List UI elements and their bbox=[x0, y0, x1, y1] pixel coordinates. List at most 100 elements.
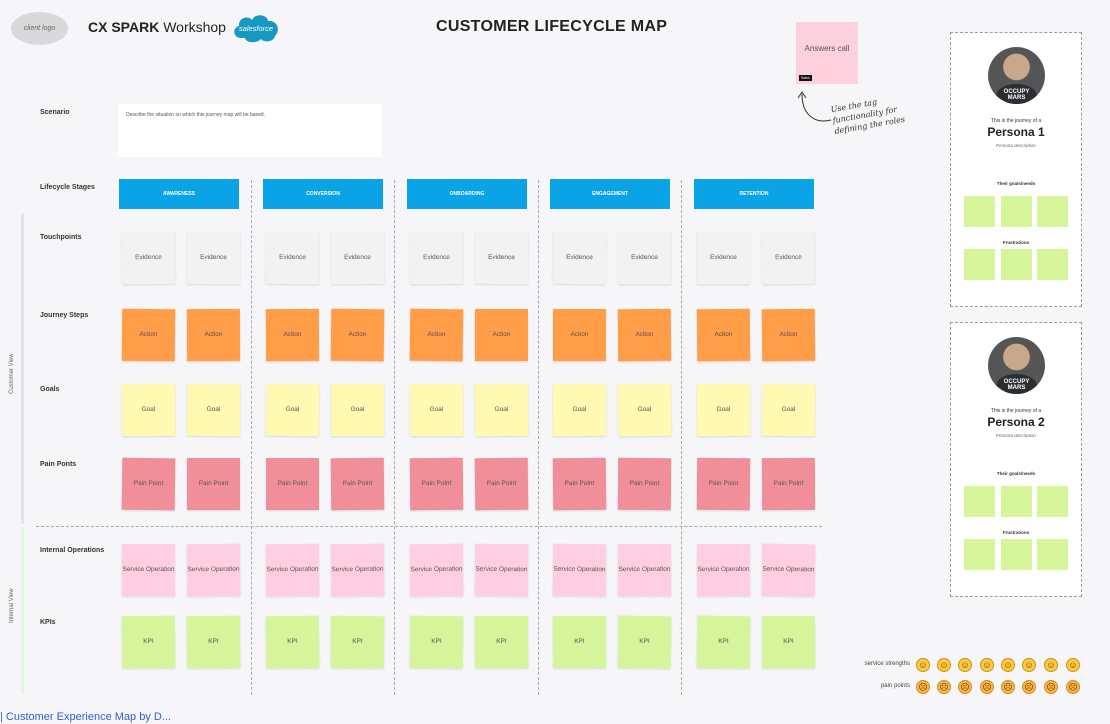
stage-awareness[interactable]: AWARENESS bbox=[119, 179, 239, 209]
goal-sticky-note[interactable]: Goal bbox=[331, 384, 384, 436]
smiling-face-icon[interactable]: ☺ bbox=[958, 658, 972, 672]
goal-sticky-note[interactable]: Goal bbox=[696, 383, 751, 437]
stage-conversion[interactable]: CONVERSION bbox=[263, 179, 383, 209]
persona-goal-note[interactable] bbox=[1037, 486, 1068, 517]
journey-sticky-note[interactable]: Action bbox=[761, 308, 816, 362]
service-sticky-note[interactable]: Service Operation bbox=[265, 543, 320, 597]
persona-frustration-note[interactable] bbox=[1037, 249, 1068, 280]
journey-sticky-note[interactable]: Action bbox=[617, 308, 672, 362]
smiling-face-icon[interactable]: ☺ bbox=[937, 658, 951, 672]
pain-sticky-note[interactable]: Pain Point bbox=[330, 457, 385, 511]
kpi-sticky-note[interactable]: KPI bbox=[617, 615, 672, 669]
smiling-face-icon[interactable]: ☺ bbox=[1066, 658, 1080, 672]
service-sticky-note[interactable]: Service Operation bbox=[409, 543, 464, 597]
scenario-input[interactable]: Describe the situation on which this jou… bbox=[118, 104, 382, 157]
stage-onboarding[interactable]: ONBOARDING bbox=[407, 179, 527, 209]
goal-sticky-note[interactable]: Goal bbox=[410, 384, 463, 436]
goal-sticky-note[interactable]: Goal bbox=[186, 383, 241, 437]
goal-sticky-note[interactable]: Goal bbox=[265, 383, 320, 437]
journey-sticky-note[interactable]: Action bbox=[265, 308, 320, 362]
persona-frustration-note[interactable] bbox=[1001, 539, 1032, 570]
role-sticky-note[interactable]: Answers call Sales bbox=[796, 22, 858, 84]
frowning-face-icon[interactable]: ☹ bbox=[937, 680, 951, 694]
service-sticky-note[interactable]: Service Operation bbox=[186, 543, 241, 597]
pain-sticky-note[interactable]: Pain Point bbox=[121, 457, 176, 511]
journey-sticky-note[interactable]: Action bbox=[186, 308, 241, 362]
kpi-sticky-note[interactable]: KPI bbox=[265, 615, 320, 669]
pain-sticky-note[interactable]: Pain Point bbox=[409, 457, 464, 511]
goal-sticky-note[interactable]: Goal bbox=[761, 383, 816, 437]
persona-goal-note[interactable] bbox=[964, 486, 995, 517]
service-sticky-note[interactable]: Service Operation bbox=[761, 543, 816, 597]
frowning-face-icon[interactable]: ☹ bbox=[1044, 680, 1058, 694]
smiling-face-icon[interactable]: ☺ bbox=[1044, 658, 1058, 672]
pain-sticky-note[interactable]: Pain Point bbox=[266, 458, 319, 510]
kpi-sticky-note[interactable]: KPI bbox=[762, 616, 815, 668]
persona-description: Persona description bbox=[996, 143, 1036, 148]
pain-sticky-note[interactable]: Pain Point bbox=[761, 457, 816, 511]
smiling-face-icon[interactable]: ☺ bbox=[916, 658, 930, 672]
touchpoint-sticky-note[interactable]: Evidence bbox=[186, 231, 241, 285]
kpi-sticky-note[interactable]: KPI bbox=[121, 615, 176, 669]
kpi-sticky-note[interactable]: KPI bbox=[409, 615, 464, 669]
kpi-sticky-note[interactable]: KPI bbox=[474, 615, 529, 669]
service-sticky-note[interactable]: Service Operation bbox=[617, 543, 672, 597]
service-sticky-note[interactable]: Service Operation bbox=[122, 544, 175, 596]
frowning-face-icon[interactable]: ☹ bbox=[1001, 680, 1015, 694]
goal-sticky-note[interactable]: Goal bbox=[474, 383, 529, 437]
service-sticky-note[interactable]: Service Operation bbox=[474, 543, 529, 597]
journey-sticky-note[interactable]: Action bbox=[121, 308, 176, 362]
service-sticky-note[interactable]: Service Operation bbox=[552, 543, 607, 597]
stage-retention[interactable]: RETENTION bbox=[694, 179, 814, 209]
legend-strengths-label: service strengths bbox=[864, 661, 910, 667]
smiling-face-icon[interactable]: ☺ bbox=[1001, 658, 1015, 672]
persona-goal-note[interactable] bbox=[1001, 486, 1032, 517]
role-tag[interactable]: Sales bbox=[799, 75, 812, 81]
journey-sticky-note[interactable]: Action bbox=[553, 309, 606, 361]
touchpoint-sticky-note[interactable]: Evidence bbox=[474, 231, 529, 285]
frowning-face-icon[interactable]: ☹ bbox=[1022, 680, 1036, 694]
journey-sticky-note[interactable]: Action bbox=[475, 309, 528, 361]
goal-sticky-note[interactable]: Goal bbox=[552, 383, 607, 437]
goal-sticky-note[interactable]: Goal bbox=[121, 383, 176, 437]
persona-frustration-note[interactable] bbox=[1037, 539, 1068, 570]
frowning-face-icon[interactable]: ☹ bbox=[1066, 680, 1080, 694]
touchpoint-sticky-note[interactable]: Evidence bbox=[697, 232, 750, 284]
frowning-face-icon[interactable]: ☹ bbox=[980, 680, 994, 694]
service-sticky-note[interactable]: Service Operation bbox=[330, 543, 385, 597]
board-title-link[interactable]: | Customer Experience Map by D... bbox=[0, 711, 171, 723]
stage-engagement[interactable]: ENGAGEMENT bbox=[550, 179, 670, 209]
smiling-face-icon[interactable]: ☺ bbox=[1022, 658, 1036, 672]
pain-sticky-note[interactable]: Pain Point bbox=[187, 458, 240, 510]
touchpoint-sticky-note[interactable]: Evidence bbox=[265, 231, 320, 285]
smiling-face-icon[interactable]: ☺ bbox=[980, 658, 994, 672]
internal-view-bar bbox=[21, 527, 24, 693]
journey-sticky-note[interactable]: Action bbox=[409, 308, 464, 362]
frowning-face-icon[interactable]: ☹ bbox=[916, 680, 930, 694]
touchpoint-sticky-note[interactable]: Evidence bbox=[618, 232, 671, 284]
persona-frustration-note[interactable] bbox=[964, 539, 995, 570]
goal-sticky-note[interactable]: Goal bbox=[617, 383, 672, 437]
touchpoint-sticky-note[interactable]: Evidence bbox=[761, 231, 816, 285]
kpi-sticky-note[interactable]: KPI bbox=[552, 615, 607, 669]
kpi-sticky-note[interactable]: KPI bbox=[330, 615, 385, 669]
pain-sticky-note[interactable]: Pain Point bbox=[552, 457, 607, 511]
service-sticky-note[interactable]: Service Operation bbox=[696, 543, 751, 597]
persona-frustration-note[interactable] bbox=[1001, 249, 1032, 280]
pain-sticky-note[interactable]: Pain Point bbox=[696, 457, 751, 511]
persona-goal-note[interactable] bbox=[1037, 196, 1068, 227]
kpi-sticky-note[interactable]: KPI bbox=[696, 615, 751, 669]
kpi-sticky-note[interactable]: KPI bbox=[186, 615, 241, 669]
touchpoint-sticky-note[interactable]: Evidence bbox=[552, 231, 607, 285]
journey-sticky-note[interactable]: Action bbox=[696, 308, 751, 362]
pain-sticky-note[interactable]: Pain Point bbox=[617, 457, 672, 511]
pain-sticky-note[interactable]: Pain Point bbox=[474, 457, 529, 511]
frowning-face-icon[interactable]: ☹ bbox=[958, 680, 972, 694]
touchpoint-sticky-note[interactable]: Evidence bbox=[330, 231, 385, 285]
persona-frustration-note[interactable] bbox=[964, 249, 995, 280]
journey-sticky-note[interactable]: Action bbox=[330, 308, 385, 362]
persona-goal-note[interactable] bbox=[964, 196, 995, 227]
persona-goal-note[interactable] bbox=[1001, 196, 1032, 227]
touchpoint-sticky-note[interactable]: Evidence bbox=[121, 231, 176, 285]
touchpoint-sticky-note[interactable]: Evidence bbox=[409, 231, 464, 285]
